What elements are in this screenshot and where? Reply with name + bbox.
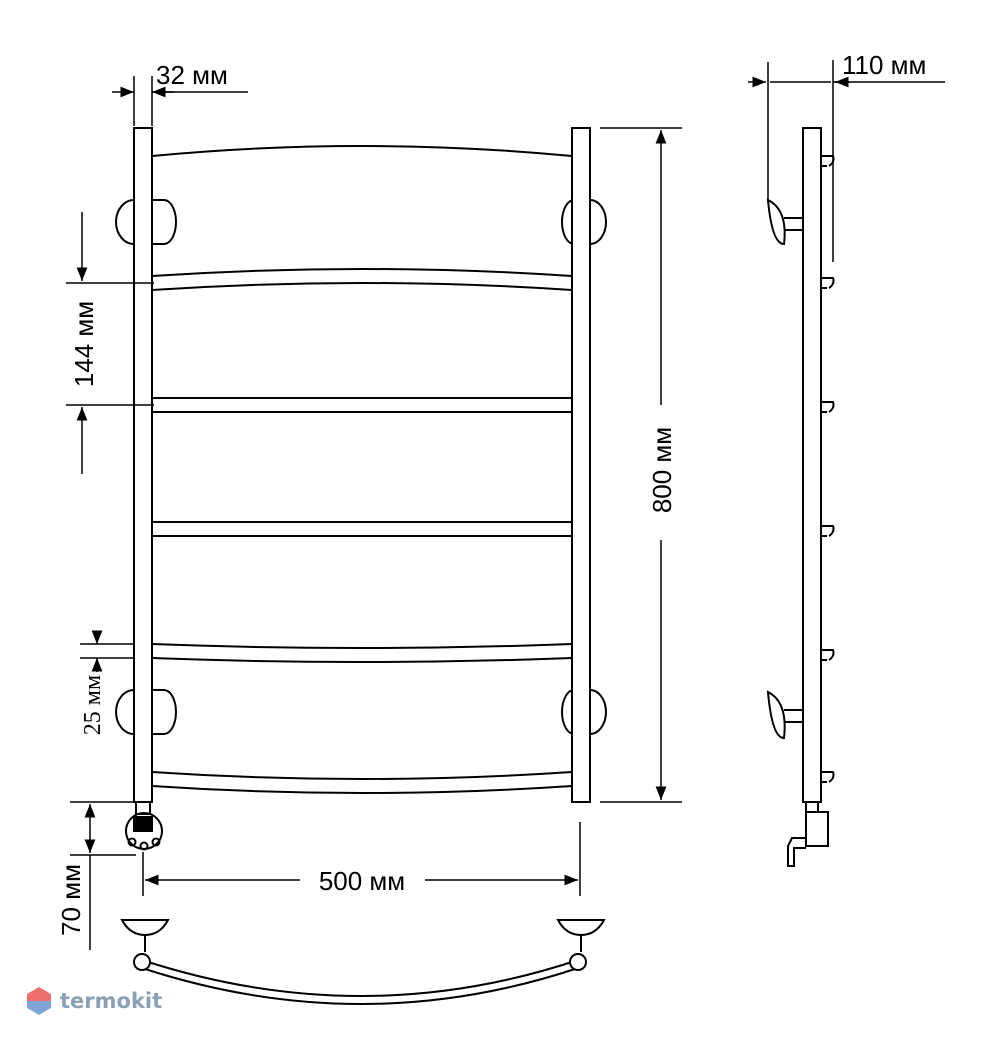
- top-view-post-right: [569, 953, 587, 971]
- watermark-brand: termokit: [60, 989, 163, 1013]
- hexagon-logo-icon: [27, 987, 51, 1015]
- rung-3: [152, 411, 572, 523]
- side-bracket-bottom: [766, 690, 803, 740]
- front-dimension-lines: [66, 76, 682, 950]
- left-post: [133, 127, 153, 803]
- dim-label-110mm: 110 мм: [842, 50, 926, 80]
- heater-pin-2: [139, 841, 149, 851]
- watermark: termokit: [26, 986, 162, 1016]
- dim-label-70mm: 70 мм: [56, 864, 86, 936]
- dim-label-32mm: 32 мм: [156, 60, 228, 90]
- dim-label-25mm: 25 мм: [80, 675, 106, 735]
- heater-plug-body: [133, 816, 153, 832]
- rung-2: [151, 282, 573, 399]
- dim-label-500mm: 500 мм: [319, 866, 405, 896]
- heater-pin-3: [151, 837, 161, 847]
- top-view-post-left: [133, 953, 151, 971]
- dim-label-144mm: 144 мм: [69, 301, 99, 387]
- rung-5: [151, 657, 573, 780]
- side-view: [766, 127, 835, 867]
- bracket-top-left: [115, 199, 177, 245]
- right-post: [571, 127, 591, 803]
- bracket-bottom-left: [115, 689, 177, 735]
- top-view-cup-right: [556, 919, 606, 937]
- rung-4: [151, 535, 573, 649]
- heater-pin-1: [127, 837, 137, 847]
- side-dimension-lines: [748, 60, 945, 262]
- top-view: [120, 919, 606, 1005]
- side-bracket-top: [766, 198, 803, 246]
- side-heater-body: [805, 811, 829, 847]
- top-view-rail: [141, 959, 579, 997]
- side-heater-cable: [787, 837, 806, 867]
- rung-1: [151, 145, 573, 277]
- top-view-cup-left: [120, 919, 170, 937]
- side-heater-stem: [805, 801, 819, 813]
- dim-label-800mm: 800 мм: [647, 427, 677, 513]
- rung-6: [151, 785, 573, 794]
- side-post: [802, 127, 822, 803]
- front-view: [115, 127, 607, 851]
